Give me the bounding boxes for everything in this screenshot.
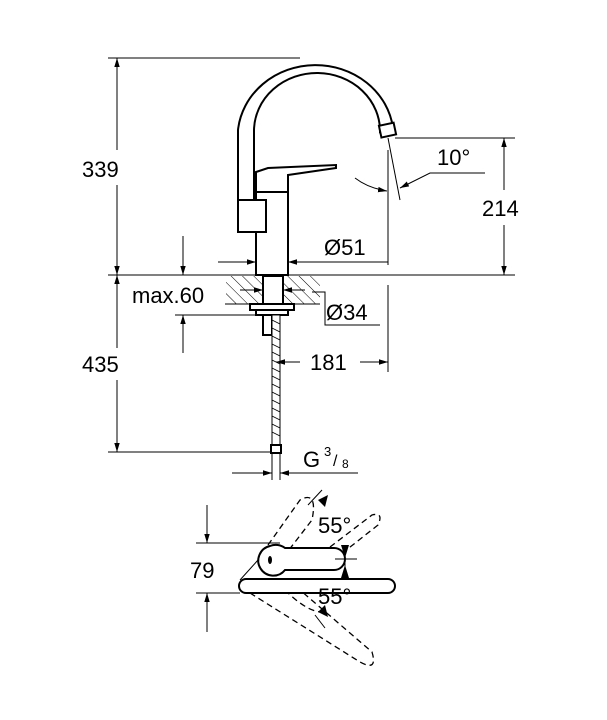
fraction-slash: / [333,453,338,470]
label-214: 214 [482,196,519,221]
label-55-degree-top: 55° [318,513,351,538]
faucet-body [237,64,401,276]
extension-lines [108,57,515,453]
label-181: 181 [310,350,347,375]
label-79: 79 [190,558,214,583]
label-thread-numerator: 3 [324,444,331,459]
label-339: 339 [82,157,119,182]
label-max-60: max.60 [132,283,204,308]
label-thread-denominator: 8 [342,457,349,471]
label-thread-g: G [303,447,320,472]
label-435: 435 [82,352,119,377]
label-55-degree-bottom: 55° [318,584,351,609]
top-view: 79 55° 55° [190,489,396,666]
label-diameter-34: Ø34 [326,300,368,325]
label-diameter-51: Ø51 [324,235,366,260]
supply-hose [270,314,282,480]
label-10-degree: 10° [437,145,470,170]
